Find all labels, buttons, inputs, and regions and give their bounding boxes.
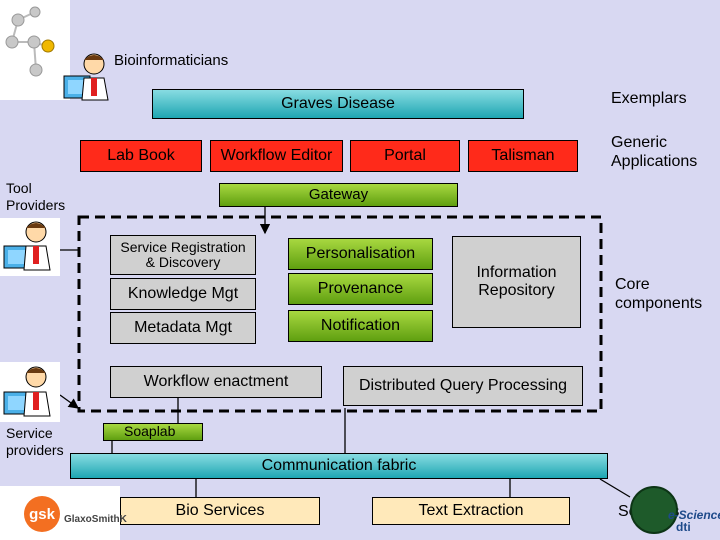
talisman-box: Talisman [468,140,578,172]
metadata-mgt-box: Metadata Mgt [110,312,256,344]
graves-disease-box: Graves Disease [152,89,524,119]
exemplars-label: Exemplars [611,90,687,107]
gateway-box: Gateway [219,183,458,207]
workflow-editor-box: Workflow Editor [210,140,343,172]
knowledge-mgt-box: Knowledge Mgt [110,278,256,310]
generic-applications-label: Generic Applications [611,134,698,170]
bioinformaticians-label: Bioinformaticians [114,52,229,69]
escience-text: e-Science [668,508,720,522]
connector-service-providers [59,394,80,409]
network-graphic [0,0,70,100]
notification-box: Notification [288,310,433,342]
personalisation-box: Personalisation [288,238,433,270]
distributed-query-processing-box: Distributed Query Processing [343,366,583,406]
tool-providers-label: Tool Providers [6,180,66,213]
text-extraction-box: Text Extraction [372,497,570,525]
connector-fabric-services [599,478,631,498]
core-components-label: Core components [615,276,703,312]
gsk-logo: gsk GlaxoSmithK [0,486,127,540]
service-providers-label: Service providers [6,425,64,458]
gsk-logo-text: GlaxoSmithK [64,514,127,525]
bio-services-box: Bio Services [120,497,320,525]
bioinformatician-person-icon [58,48,114,104]
escience-dti-logo: e-Science dti [630,486,720,538]
escience-seal [630,486,678,534]
communication-fabric-box: Communication fabric [70,453,608,479]
workflow-enactment-box: Workflow enactment [110,366,322,398]
soaplab-box: Soaplab [103,423,203,441]
service-registration-box: Service Registration & Discovery [110,235,256,275]
tool-provider-person-icon [0,218,60,276]
service-provider-person-icon [0,362,60,422]
information-repository-box: Information Repository [452,236,581,328]
lab-book-box: Lab Book [80,140,202,172]
provenance-box: Provenance [288,273,433,305]
core-boundary [77,215,603,413]
dti-text: dti [676,520,691,534]
portal-box: Portal [350,140,460,172]
gsk-logo-mark: gsk [24,496,60,532]
